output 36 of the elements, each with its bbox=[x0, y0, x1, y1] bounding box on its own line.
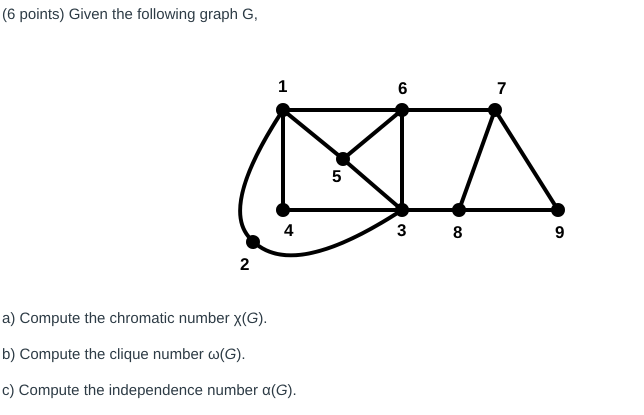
vertex-label: 6 bbox=[398, 80, 408, 97]
graph-vertex bbox=[488, 103, 502, 117]
graph-vertex bbox=[336, 152, 350, 166]
graph-vertex bbox=[246, 235, 260, 249]
vertex-label: 7 bbox=[497, 80, 506, 97]
vertex-label: 3 bbox=[397, 222, 406, 239]
graph-vertex bbox=[395, 203, 409, 217]
question-heading: (6 points) Given the following graph G, bbox=[2, 5, 258, 25]
graph-edge bbox=[281, 115, 285, 205]
vertex-label: 1 bbox=[278, 78, 288, 95]
graph-edge bbox=[496, 114, 556, 206]
graph-edge bbox=[346, 162, 399, 208]
vertex-label: 2 bbox=[240, 256, 250, 273]
graph-edge bbox=[464, 208, 553, 212]
vertex-label: 4 bbox=[284, 222, 294, 239]
question-text: c) Compute the independence number α(G). bbox=[2, 381, 297, 401]
graph-edge bbox=[288, 208, 397, 212]
graph-edge bbox=[346, 112, 399, 157]
vertex-label: 5 bbox=[332, 168, 342, 185]
vertex-label: 8 bbox=[453, 224, 462, 241]
graph-vertex bbox=[452, 203, 466, 217]
graph-vertex bbox=[276, 103, 290, 117]
graph-edge bbox=[238, 114, 282, 239]
graph-edge bbox=[256, 212, 398, 258]
vertex-label: 9 bbox=[555, 224, 564, 241]
graph-vertex bbox=[276, 203, 290, 217]
graph-edge bbox=[407, 108, 490, 112]
graph-edge bbox=[288, 108, 397, 112]
question-text: b) Compute the clique number ω(G). bbox=[2, 345, 246, 365]
question-text: a) Compute the chromatic number χ(G). bbox=[2, 309, 268, 329]
graph-edge bbox=[400, 115, 404, 205]
graph-edge bbox=[459, 114, 495, 206]
graph-vertex bbox=[551, 203, 565, 217]
graph-vertex bbox=[395, 103, 409, 117]
graph-edge bbox=[407, 208, 454, 212]
graph-edge bbox=[286, 112, 340, 157]
